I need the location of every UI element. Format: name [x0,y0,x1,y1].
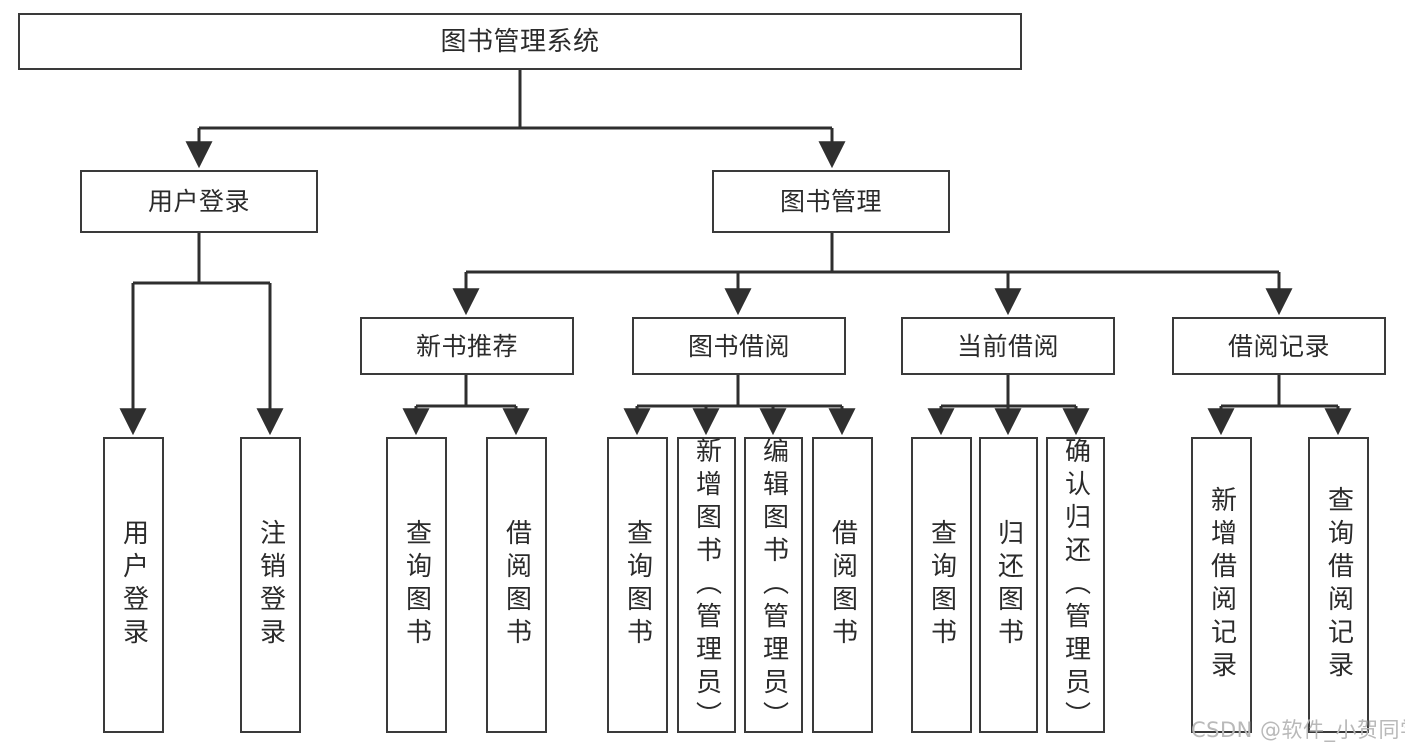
leaf-label-user-login-login: 用户登录 [118,519,149,651]
node-book-management[interactable]: 图书管理 [712,170,950,233]
leaf-label-user-login-logout: 注销登录 [255,519,286,651]
leaf-label-borrow-record-add: 新增借阅记录 [1206,486,1237,684]
node-label-book-borrow: 图书借阅 [687,331,790,361]
node-label-borrow-record: 借阅记录 [1227,331,1330,361]
leaf-label-new-book-borrow: 借阅图书 [501,519,532,651]
leaf-label-book-borrow-edit: 编辑图书（管理员） [758,436,789,734]
watermark-text: CSDN @软件_小贺同学 [1191,718,1405,742]
leaf-label-book-borrow-add: 新增图书（管理员） [691,436,722,734]
leaf-book-borrow-borrow[interactable]: 借阅图书 [812,437,873,733]
node-new-book-recommend[interactable]: 新书推荐 [360,317,574,375]
node-root-system[interactable]: 图书管理系统 [18,13,1022,70]
leaf-borrow-record-add[interactable]: 新增借阅记录 [1191,437,1252,733]
leaf-current-borrow-query[interactable]: 查询图书 [911,437,972,733]
node-label-book-management: 图书管理 [779,187,882,216]
node-label-new-book-recommend: 新书推荐 [415,331,518,361]
leaf-book-borrow-query[interactable]: 查询图书 [607,437,668,733]
node-label-user-login: 用户登录 [147,187,250,216]
leaf-user-login-logout[interactable]: 注销登录 [240,437,301,733]
node-book-borrow[interactable]: 图书借阅 [632,317,846,375]
leaf-label-current-borrow-query: 查询图书 [926,519,957,651]
node-borrow-record[interactable]: 借阅记录 [1172,317,1386,375]
leaf-user-login-login[interactable]: 用户登录 [103,437,164,733]
leaf-borrow-record-query[interactable]: 查询借阅记录 [1308,437,1369,733]
leaf-label-borrow-record-query: 查询借阅记录 [1323,486,1354,684]
leaf-new-book-borrow[interactable]: 借阅图书 [486,437,547,733]
leaf-book-borrow-add[interactable]: 新增图书（管理员） [677,436,736,734]
leaf-label-new-book-query: 查询图书 [401,519,432,651]
leaf-current-borrow-confirm[interactable]: 确认归还（管理员） [1046,436,1105,734]
leaf-label-book-borrow-borrow: 借阅图书 [827,519,858,651]
node-label-current-borrow: 当前借阅 [956,331,1059,361]
node-user-login[interactable]: 用户登录 [80,170,318,233]
leaf-new-book-query[interactable]: 查询图书 [386,437,447,733]
leaf-label-current-borrow-return: 归还图书 [993,519,1024,651]
leaf-current-borrow-return[interactable]: 归还图书 [979,437,1038,733]
node-current-borrow[interactable]: 当前借阅 [901,317,1115,375]
leaf-label-current-borrow-confirm: 确认归还（管理员） [1060,436,1091,734]
node-label-root: 图书管理系统 [440,26,600,57]
leaf-label-book-borrow-query: 查询图书 [622,519,653,651]
leaf-book-borrow-edit[interactable]: 编辑图书（管理员） [744,436,803,734]
